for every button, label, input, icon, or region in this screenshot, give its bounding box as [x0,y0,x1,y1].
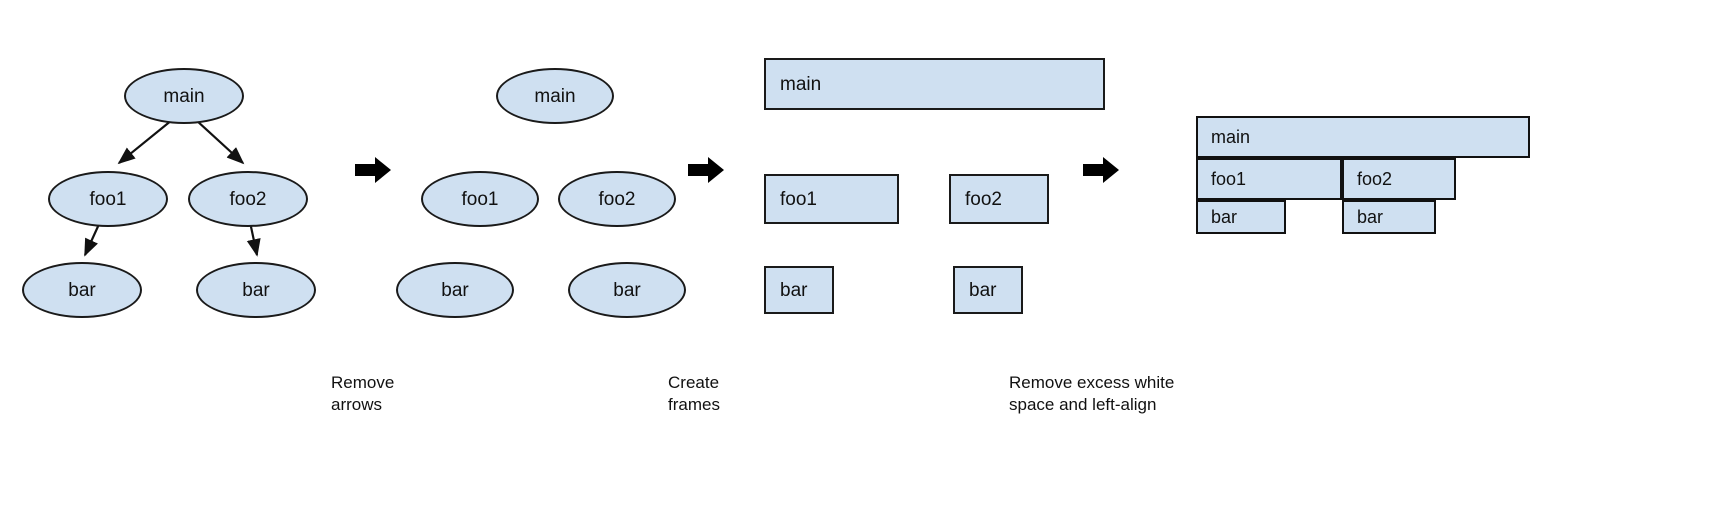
node-label: main [534,85,576,107]
node-label: bar [68,279,96,301]
node-label: bar [613,279,641,301]
node-label: bar [1211,207,1238,227]
node-label: bar [242,279,270,301]
node-label: foo2 [229,188,267,210]
node-label: main [163,85,205,107]
node-label: main [1211,127,1251,147]
frame-node-main[interactable]: main [764,58,1105,110]
plain-node-bar-left[interactable]: bar [396,262,514,318]
caption-create-frames: Create frames [668,373,720,414]
plain-node-foo2[interactable]: foo2 [558,171,676,227]
flame-node-foo1[interactable]: foo1 [1196,158,1342,200]
node-label: bar [780,279,808,301]
flame-node-main[interactable]: main [1196,116,1530,158]
plain-node-bar-right[interactable]: bar [568,262,686,318]
node-label: bar [441,279,469,301]
edge-foo1-bar [83,221,102,257]
step-arrow-1-icon [355,157,391,183]
frame-node-foo1[interactable]: foo1 [764,174,899,224]
tree-node-foo2[interactable]: foo2 [188,171,308,227]
node-label: foo1 [461,188,499,210]
plain-node-main[interactable]: main [496,68,614,124]
caption-remove-white-space: Remove excess white space and left-align [1009,373,1175,414]
edge-main-foo2 [195,119,245,165]
step-arrow-3-icon [1083,157,1119,183]
node-label: bar [1357,207,1384,227]
edge-main-foo1 [117,119,173,165]
step-arrow-2-icon [688,157,724,183]
tree-node-main[interactable]: main [124,68,244,124]
frame-node-bar-right[interactable]: bar [953,266,1023,314]
plain-node-foo1[interactable]: foo1 [421,171,539,227]
node-label: bar [969,279,997,301]
caption-remove-arrows: Remove arrows [331,373,395,414]
frame-node-foo2[interactable]: foo2 [949,174,1049,224]
node-label: foo1 [1211,169,1247,189]
frame-node-bar-left[interactable]: bar [764,266,834,314]
node-label: foo2 [965,188,1002,210]
node-label: main [780,73,822,95]
node-label: foo2 [598,188,636,210]
tree-node-bar-left[interactable]: bar [22,262,142,318]
node-label: foo1 [780,188,817,210]
node-label: foo2 [1357,169,1393,189]
flame-node-bar-right[interactable]: bar [1342,200,1436,234]
flame-node-foo2[interactable]: foo2 [1342,158,1456,200]
tree-node-foo1[interactable]: foo1 [48,171,168,227]
flame-node-bar-left[interactable]: bar [1196,200,1286,234]
node-label: foo1 [89,188,127,210]
tree-node-bar-right[interactable]: bar [196,262,316,318]
